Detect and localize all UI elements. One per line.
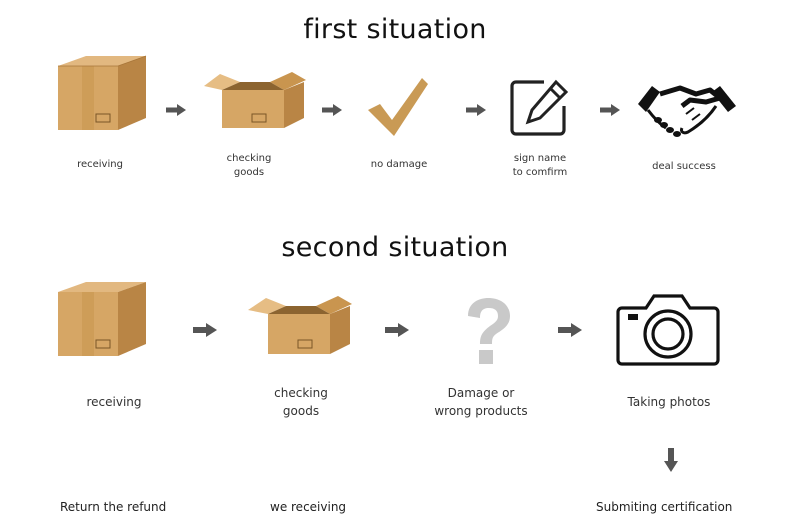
flow-arrow-icon xyxy=(166,101,186,120)
handshake-icon xyxy=(636,80,740,142)
flow-arrow-icon xyxy=(466,101,486,120)
step-label-checking-goods-2: checking goods xyxy=(274,386,328,418)
question-mark-icon xyxy=(462,296,512,366)
flow-arrow-icon xyxy=(558,322,582,341)
next-row-label-submitting-certification: Submiting certification xyxy=(596,500,733,514)
second-situation-title: second situation xyxy=(281,232,509,263)
sign-edit-icon xyxy=(510,78,570,136)
flow-arrow-icon xyxy=(385,322,409,341)
next-row-label-we-receiving: we receiving xyxy=(270,500,347,514)
closed-box-icon xyxy=(52,278,150,360)
step-label-no-damage: no damage xyxy=(370,159,428,170)
first-situation-title: first situation xyxy=(303,14,487,45)
step-label-damage-or-wrong: Damage or wrong products xyxy=(434,386,528,418)
open-box-icon xyxy=(244,296,356,356)
step-label-deal-success: deal success xyxy=(652,161,716,172)
flow-arrow-icon xyxy=(322,101,342,120)
camera-icon xyxy=(616,292,720,366)
step-label-checking-goods-1: checking goods xyxy=(226,153,272,178)
closed-box-icon xyxy=(52,52,150,134)
step-label-sign-name: sign name to comfirm xyxy=(512,153,568,178)
flow-arrow-down-icon xyxy=(664,448,678,476)
open-box-icon xyxy=(200,72,310,130)
flow-arrow-icon xyxy=(600,101,620,120)
flow-arrow-icon xyxy=(193,322,217,341)
checkmark-icon xyxy=(366,74,430,138)
step-label-taking-photos: Taking photos xyxy=(627,395,711,409)
step-label-receiving-1: receiving xyxy=(77,159,123,170)
step-label-receiving-2: receiving xyxy=(86,395,142,409)
next-row-label-return-refund: Return the refund xyxy=(60,500,167,514)
